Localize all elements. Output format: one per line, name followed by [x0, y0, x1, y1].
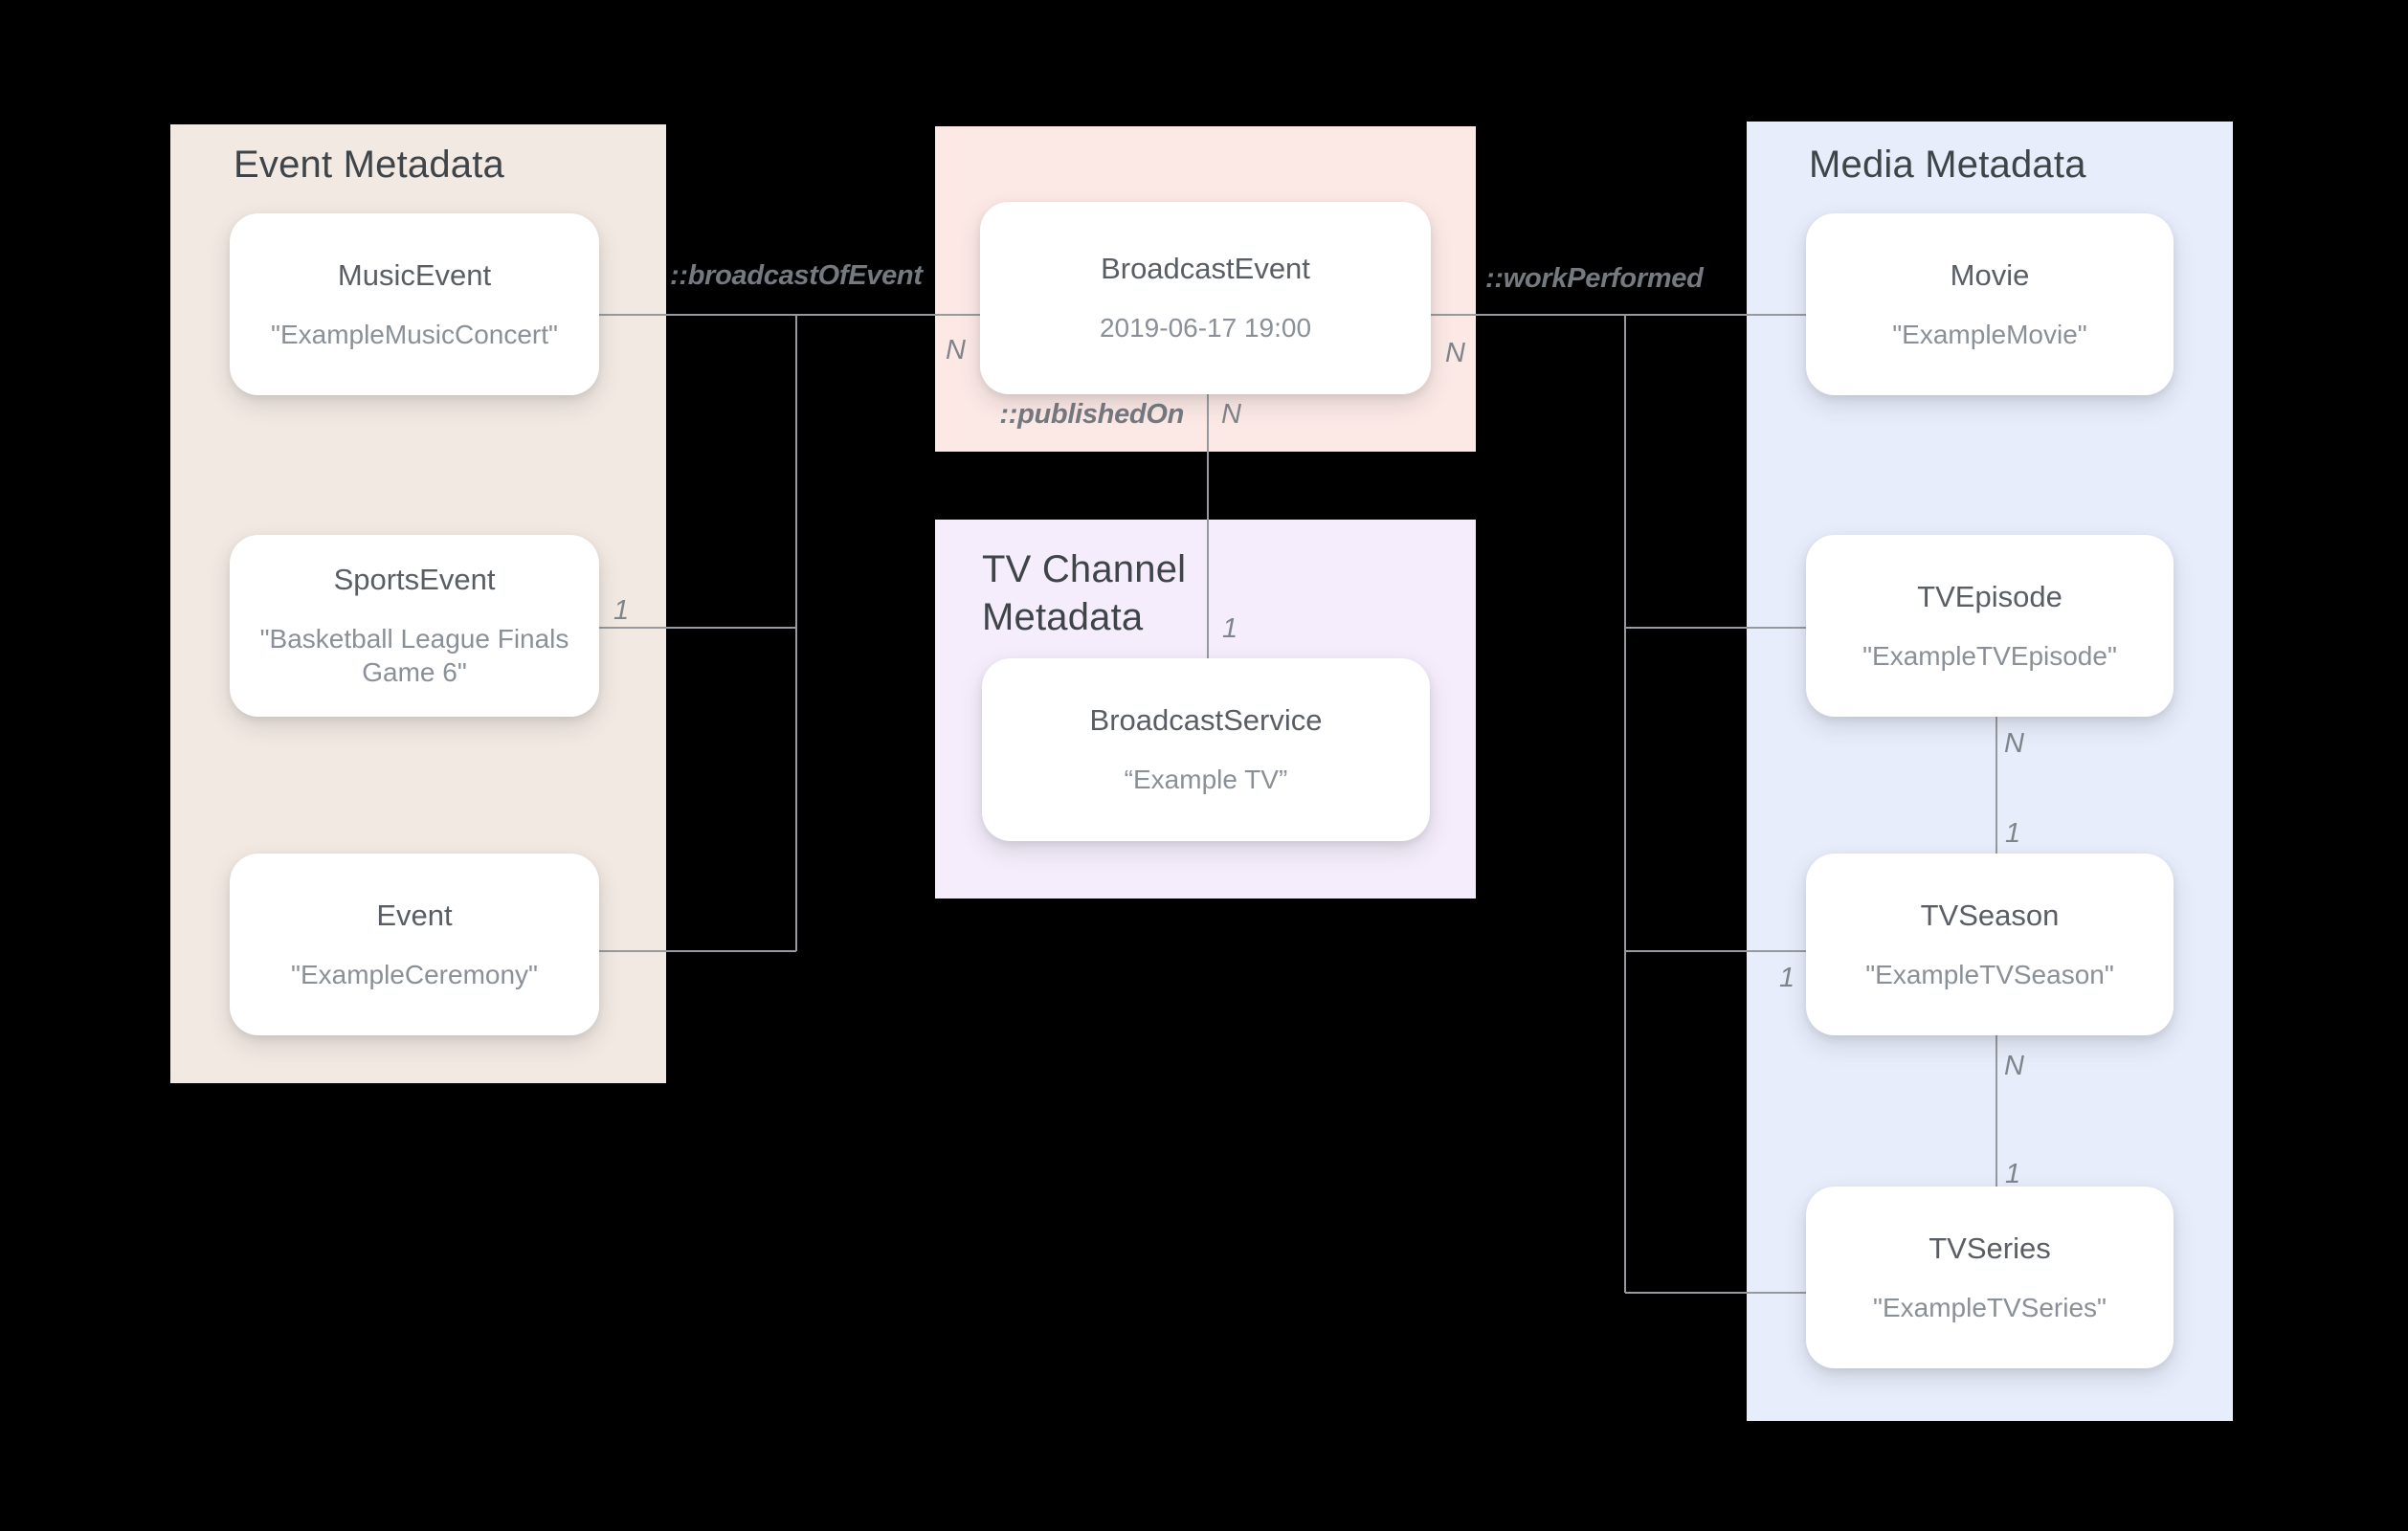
connector-tvseason-stub	[1625, 950, 1806, 952]
entity-value: "ExampleTVSeason"	[1865, 959, 2114, 989]
entity-value: "ExampleTVSeries"	[1873, 1292, 2107, 1322]
entity-card-event: Event "ExampleCeremony"	[230, 854, 599, 1035]
cardinality-sportsevent-1: 1	[613, 595, 630, 626]
cardinality-publishedon-n: N	[1221, 399, 1241, 430]
connector-event-stub	[599, 950, 796, 952]
relationship-label-publishedon: ::publishedOn	[999, 399, 1184, 430]
entity-card-tvseason: TVSeason "ExampleTVSeason"	[1806, 854, 2174, 1035]
connector-publishedon	[1207, 394, 1209, 658]
relationship-label-workperformed: ::workPerformed	[1485, 263, 1704, 294]
entity-value: “Example TV”	[1124, 765, 1288, 794]
connector-events-junction	[795, 315, 797, 951]
entity-value: "ExampleCeremony"	[291, 959, 538, 989]
entity-value: 2019-06-17 19:00	[1099, 313, 1312, 343]
connector-media-junction	[1624, 315, 1626, 1293]
connector-broadcastevent-movie	[1431, 314, 1806, 316]
connector-episode-season	[1996, 717, 1997, 854]
entity-value: "ExampleTVEpisode"	[1862, 640, 2117, 671]
connector-tvseries-stub	[1625, 1292, 1806, 1294]
cardinality-season-series-1: 1	[2005, 1159, 2021, 1189]
entity-title: TVEpisode	[1917, 579, 2062, 613]
entity-card-broadcastevent: BroadcastEvent 2019-06-17 19:00	[980, 202, 1431, 394]
cardinality-publishedon-1: 1	[1222, 613, 1238, 644]
cardinality-broadcast-right-n: N	[1445, 338, 1465, 368]
connector-season-series	[1996, 1035, 1997, 1187]
event-panel-title: Event Metadata	[234, 144, 504, 186]
cardinality-season-series-n: N	[2004, 1051, 2024, 1081]
entity-card-sportsevent: SportsEvent "Basketball League Finals Ga…	[230, 535, 599, 717]
cardinality-broadcast-left-n: N	[946, 335, 966, 366]
connector-tvepisode-stub	[1625, 627, 1806, 629]
relationship-label-broadcastofevent: ::broadcastOfEvent	[670, 260, 923, 291]
entity-title: MusicEvent	[337, 257, 492, 292]
entity-value: "ExampleMusicConcert"	[271, 319, 558, 349]
entity-value: "Basketball League Finals Game 6"	[259, 624, 569, 687]
media-panel-title: Media Metadata	[1809, 144, 2086, 186]
entity-title: BroadcastEvent	[1101, 252, 1310, 285]
entity-title: SportsEvent	[333, 563, 496, 596]
tv-channel-panel-title: TV Channel Metadata	[982, 548, 1187, 638]
entity-title: BroadcastService	[1089, 703, 1323, 737]
entity-title: TVSeries	[1929, 1231, 2051, 1265]
entity-title: Movie	[1950, 257, 2030, 292]
entity-title: Event	[376, 898, 453, 932]
connector-musicevent-broadcastevent	[599, 314, 980, 316]
cardinality-episode-season-1: 1	[2005, 818, 2021, 849]
entity-card-musicevent: MusicEvent "ExampleMusicConcert"	[230, 213, 599, 395]
cardinality-tvseason-1: 1	[1779, 963, 1795, 993]
entity-card-tvepisode: TVEpisode "ExampleTVEpisode"	[1806, 535, 2174, 717]
connector-sportsevent-stub	[599, 627, 796, 629]
cardinality-episode-season-n: N	[2004, 728, 2024, 759]
entity-card-movie: Movie "ExampleMovie"	[1806, 213, 2174, 395]
entity-card-broadcastservice: BroadcastService “Example TV”	[982, 658, 1430, 841]
entity-title: TVSeason	[1920, 898, 2060, 932]
entity-card-tvseries: TVSeries "ExampleTVSeries"	[1806, 1187, 2174, 1368]
entity-value: "ExampleMovie"	[1892, 319, 2087, 349]
